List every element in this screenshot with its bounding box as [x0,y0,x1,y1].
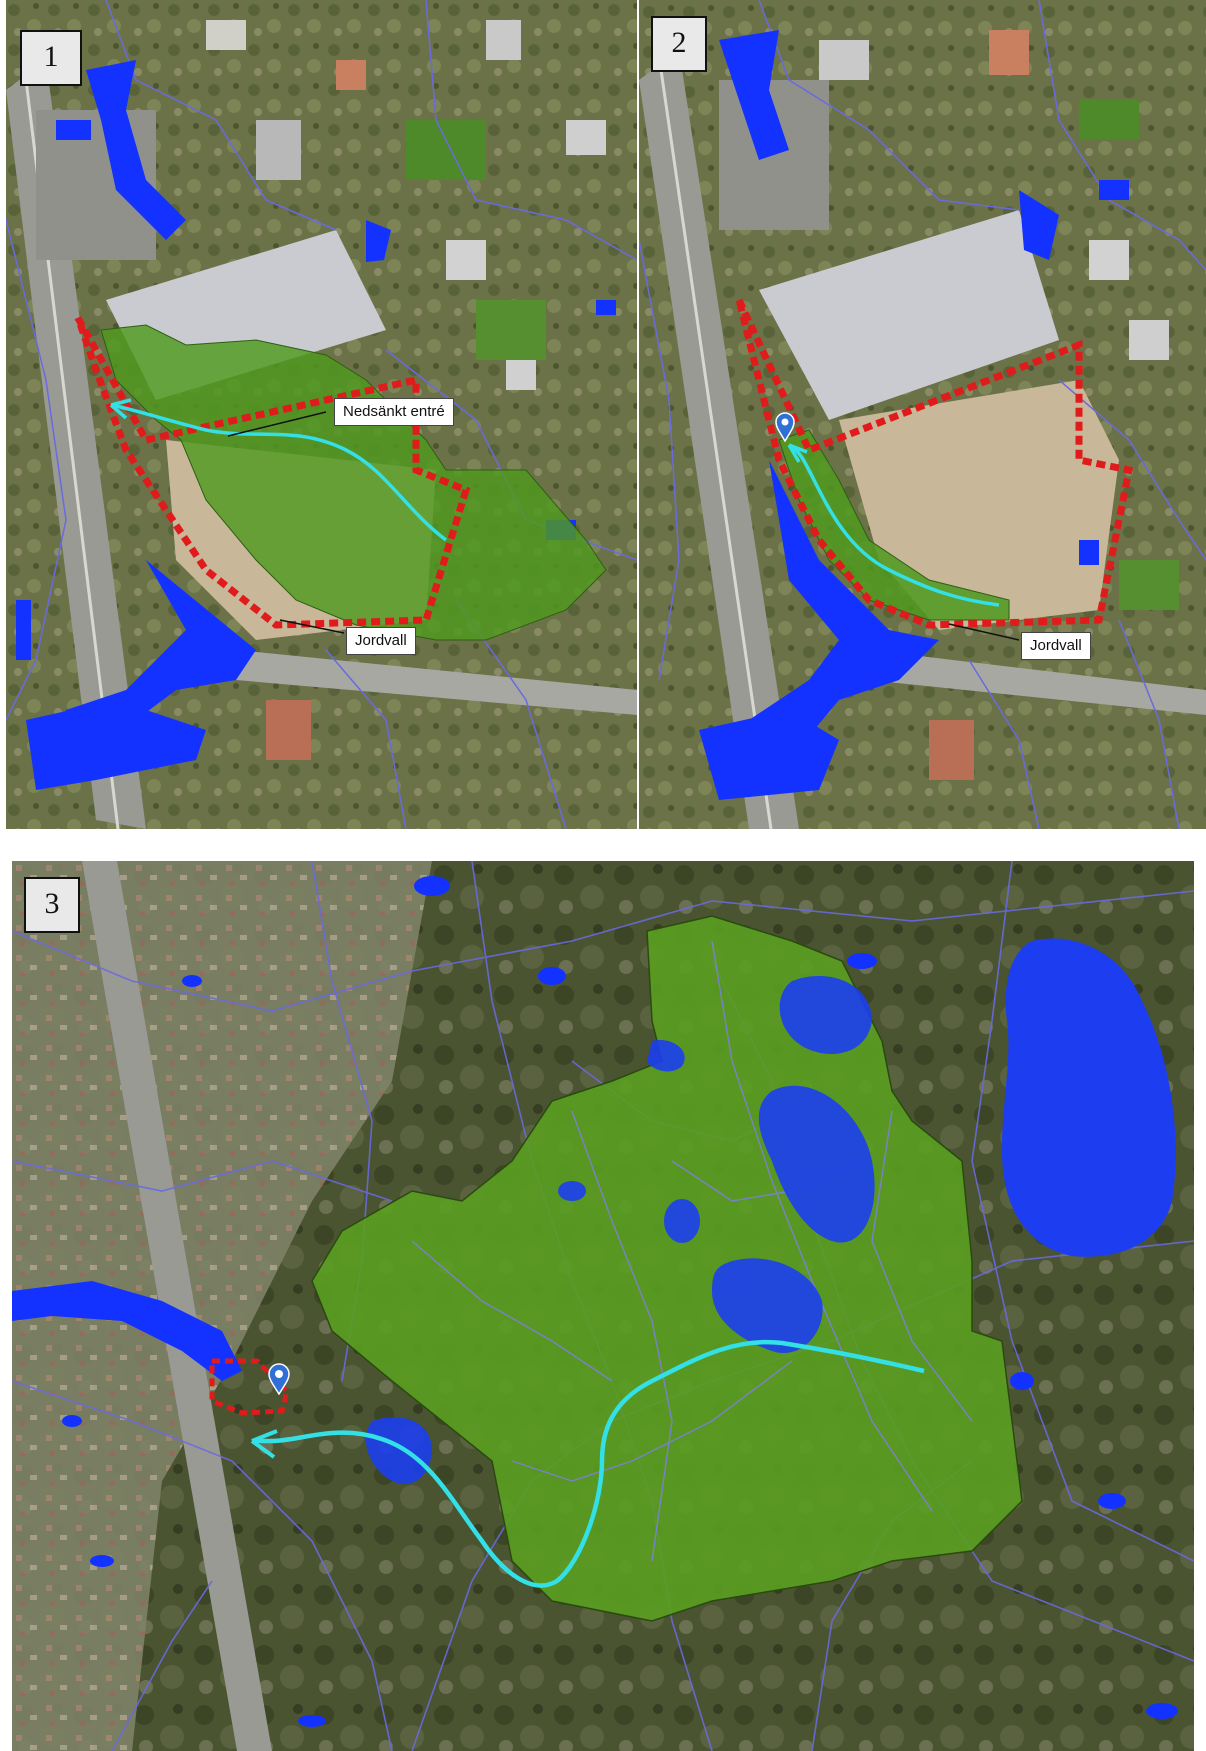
map-panel-2: 2 Jordvall [639,0,1206,829]
map-panel-1: 1 Nedsänkt entré Jordvall [6,0,637,829]
aerial-map-2 [639,0,1206,829]
map-pin-icon [775,412,795,442]
map-pin-icon [268,1363,290,1395]
panel-number-2: 2 [651,16,707,72]
callout-sunken-entrance: Nedsänkt entré [334,398,454,426]
panel-number-1: 1 [20,30,82,86]
callout-earth-bank-1: Jordvall [346,627,416,655]
panel-number-3: 3 [24,877,80,933]
aerial-map-1 [6,0,637,829]
callout-earth-bank-2: Jordvall [1021,632,1091,660]
map-panel-3: 3 [12,861,1194,1751]
aerial-map-3 [12,861,1194,1751]
